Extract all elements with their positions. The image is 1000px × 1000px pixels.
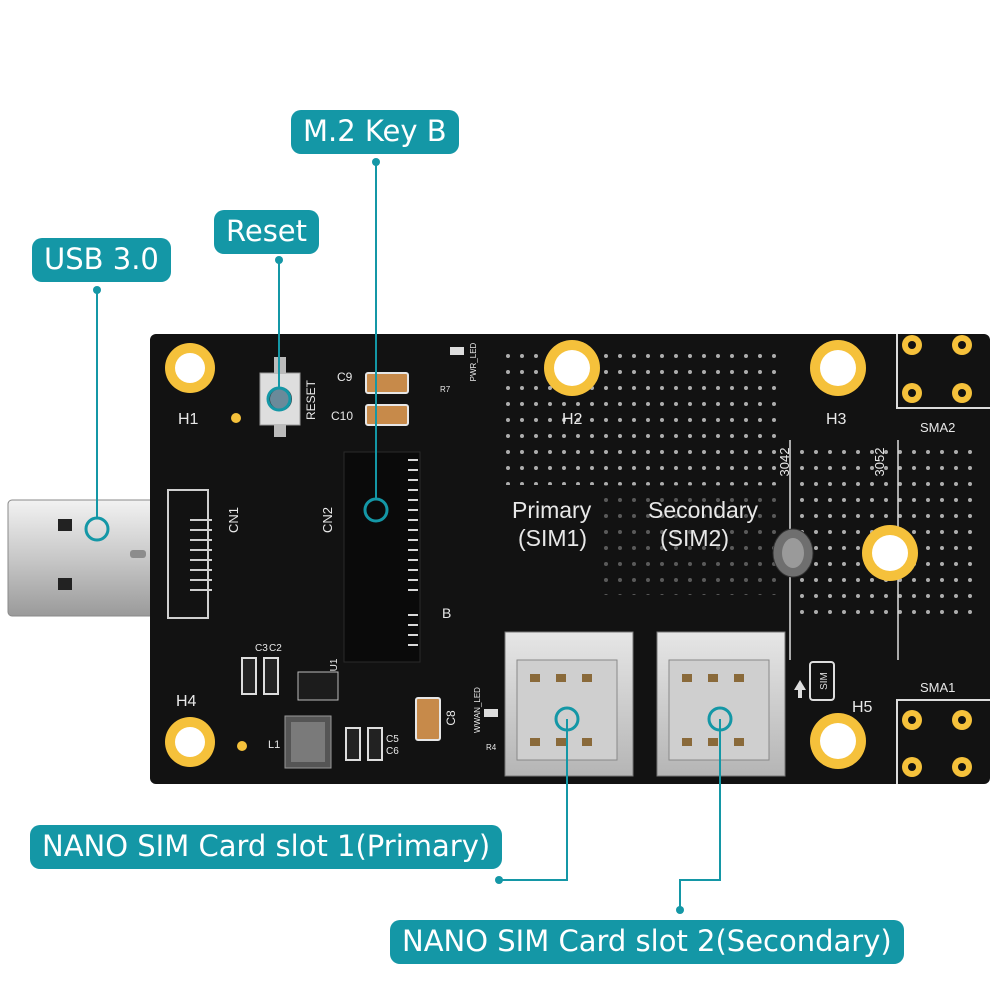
- label-h2: H2: [562, 411, 583, 428]
- wwan-led: [484, 709, 498, 717]
- label-sma2: SMA2: [920, 420, 955, 435]
- label-u1: U1: [329, 658, 340, 671]
- sim-direction-icon: SIM: [794, 661, 835, 701]
- label-c5: C5: [386, 734, 399, 745]
- sim-slots: [504, 631, 786, 777]
- label-c8: C8: [444, 710, 458, 726]
- sim1-callout: NANO SIM Card slot 1(Primary): [30, 825, 503, 869]
- reset-target-ring: [266, 386, 292, 412]
- u1-chip: [297, 671, 339, 701]
- label-h5: H5: [852, 699, 873, 716]
- sim2-callout: NANO SIM Card slot 2(Secondary): [390, 920, 904, 964]
- label-sim-icon: SIM: [819, 672, 830, 690]
- label-reset-silk: RESET: [304, 379, 318, 420]
- label-wwan-led: WWAN_LED: [473, 687, 482, 733]
- label-h4: H4: [176, 693, 197, 710]
- label-h1: H1: [178, 411, 199, 428]
- mounting-holes: [165, 340, 918, 769]
- label-c9: C9: [337, 370, 353, 384]
- label-r4: R4: [486, 743, 497, 752]
- m2-key-b-callout: M.2 Key B: [291, 110, 459, 154]
- label-c3: C3: [255, 643, 268, 654]
- label-c6: C6: [386, 746, 399, 757]
- label-primary: Primary: [512, 497, 592, 523]
- reset-callout: Reset: [214, 210, 320, 254]
- label-c10: C10: [331, 409, 353, 423]
- label-pwr-led: PWR_LED: [469, 342, 478, 381]
- silkscreen-labels: H1 H4 H2 H3 H5 SMA2 SMA1 C9 C10 C3 C2 L1…: [176, 342, 955, 757]
- m2-connector: [343, 451, 421, 663]
- label-3052: 3052: [872, 448, 887, 477]
- label-l1: L1: [268, 739, 280, 751]
- sim2-target-ring: [707, 706, 733, 732]
- label-cn2: CN2: [320, 507, 335, 533]
- sim1-target-ring: [554, 706, 580, 732]
- label-h3: H3: [826, 411, 847, 428]
- label-sim1: (SIM1): [518, 525, 587, 551]
- label-cn1: CN1: [226, 507, 241, 533]
- standoff-screw: [772, 528, 814, 578]
- usb-callout: USB 3.0: [32, 238, 171, 282]
- usb-target-ring: [84, 516, 110, 542]
- sma-pads: [902, 335, 972, 777]
- label-secondary: Secondary: [648, 497, 758, 523]
- pwr-led: [450, 347, 464, 355]
- inductor: [284, 715, 332, 769]
- callout-leader-lines: [96, 162, 721, 910]
- label-r7: R7: [440, 385, 451, 394]
- label-c2: C2: [269, 643, 282, 654]
- label-sim2: (SIM2): [660, 525, 729, 551]
- label-3042: 3042: [777, 448, 792, 477]
- m2-target-ring: [363, 497, 389, 523]
- label-b-key: B: [442, 605, 451, 621]
- label-sma1: SMA1: [920, 680, 955, 695]
